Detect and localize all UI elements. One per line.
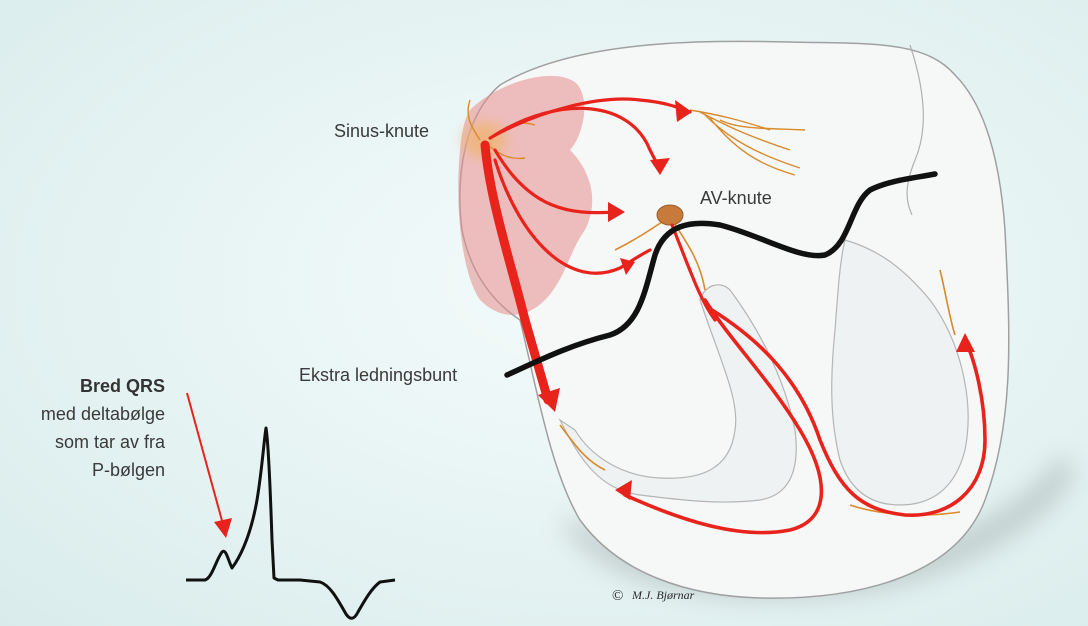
copyright-mark: © M.J. Bjørnar bbox=[612, 588, 695, 604]
delta-wave-pointer-arrowhead bbox=[214, 518, 232, 538]
delta-wave-pointer-arrow bbox=[187, 393, 224, 528]
ecg-caption-line: med deltabølge bbox=[41, 404, 165, 424]
ecg-caption-title: Bred QRS bbox=[80, 376, 165, 396]
accessory-pathway-label: Ekstra ledningsbunt bbox=[299, 365, 457, 385]
sinus-node-label: Sinus-knute bbox=[334, 121, 429, 141]
ecg-caption-line: P-bølgen bbox=[92, 460, 165, 480]
copyright-symbol: © bbox=[612, 588, 623, 604]
ecg-caption: Bred QRS med deltabølge som tar av fra P… bbox=[41, 376, 166, 480]
ecg-caption-line: som tar av fra bbox=[55, 432, 166, 452]
artist-signature: M.J. Bjørnar bbox=[631, 588, 695, 602]
av-node-label: AV-knute bbox=[700, 188, 772, 208]
av-node bbox=[657, 205, 683, 225]
